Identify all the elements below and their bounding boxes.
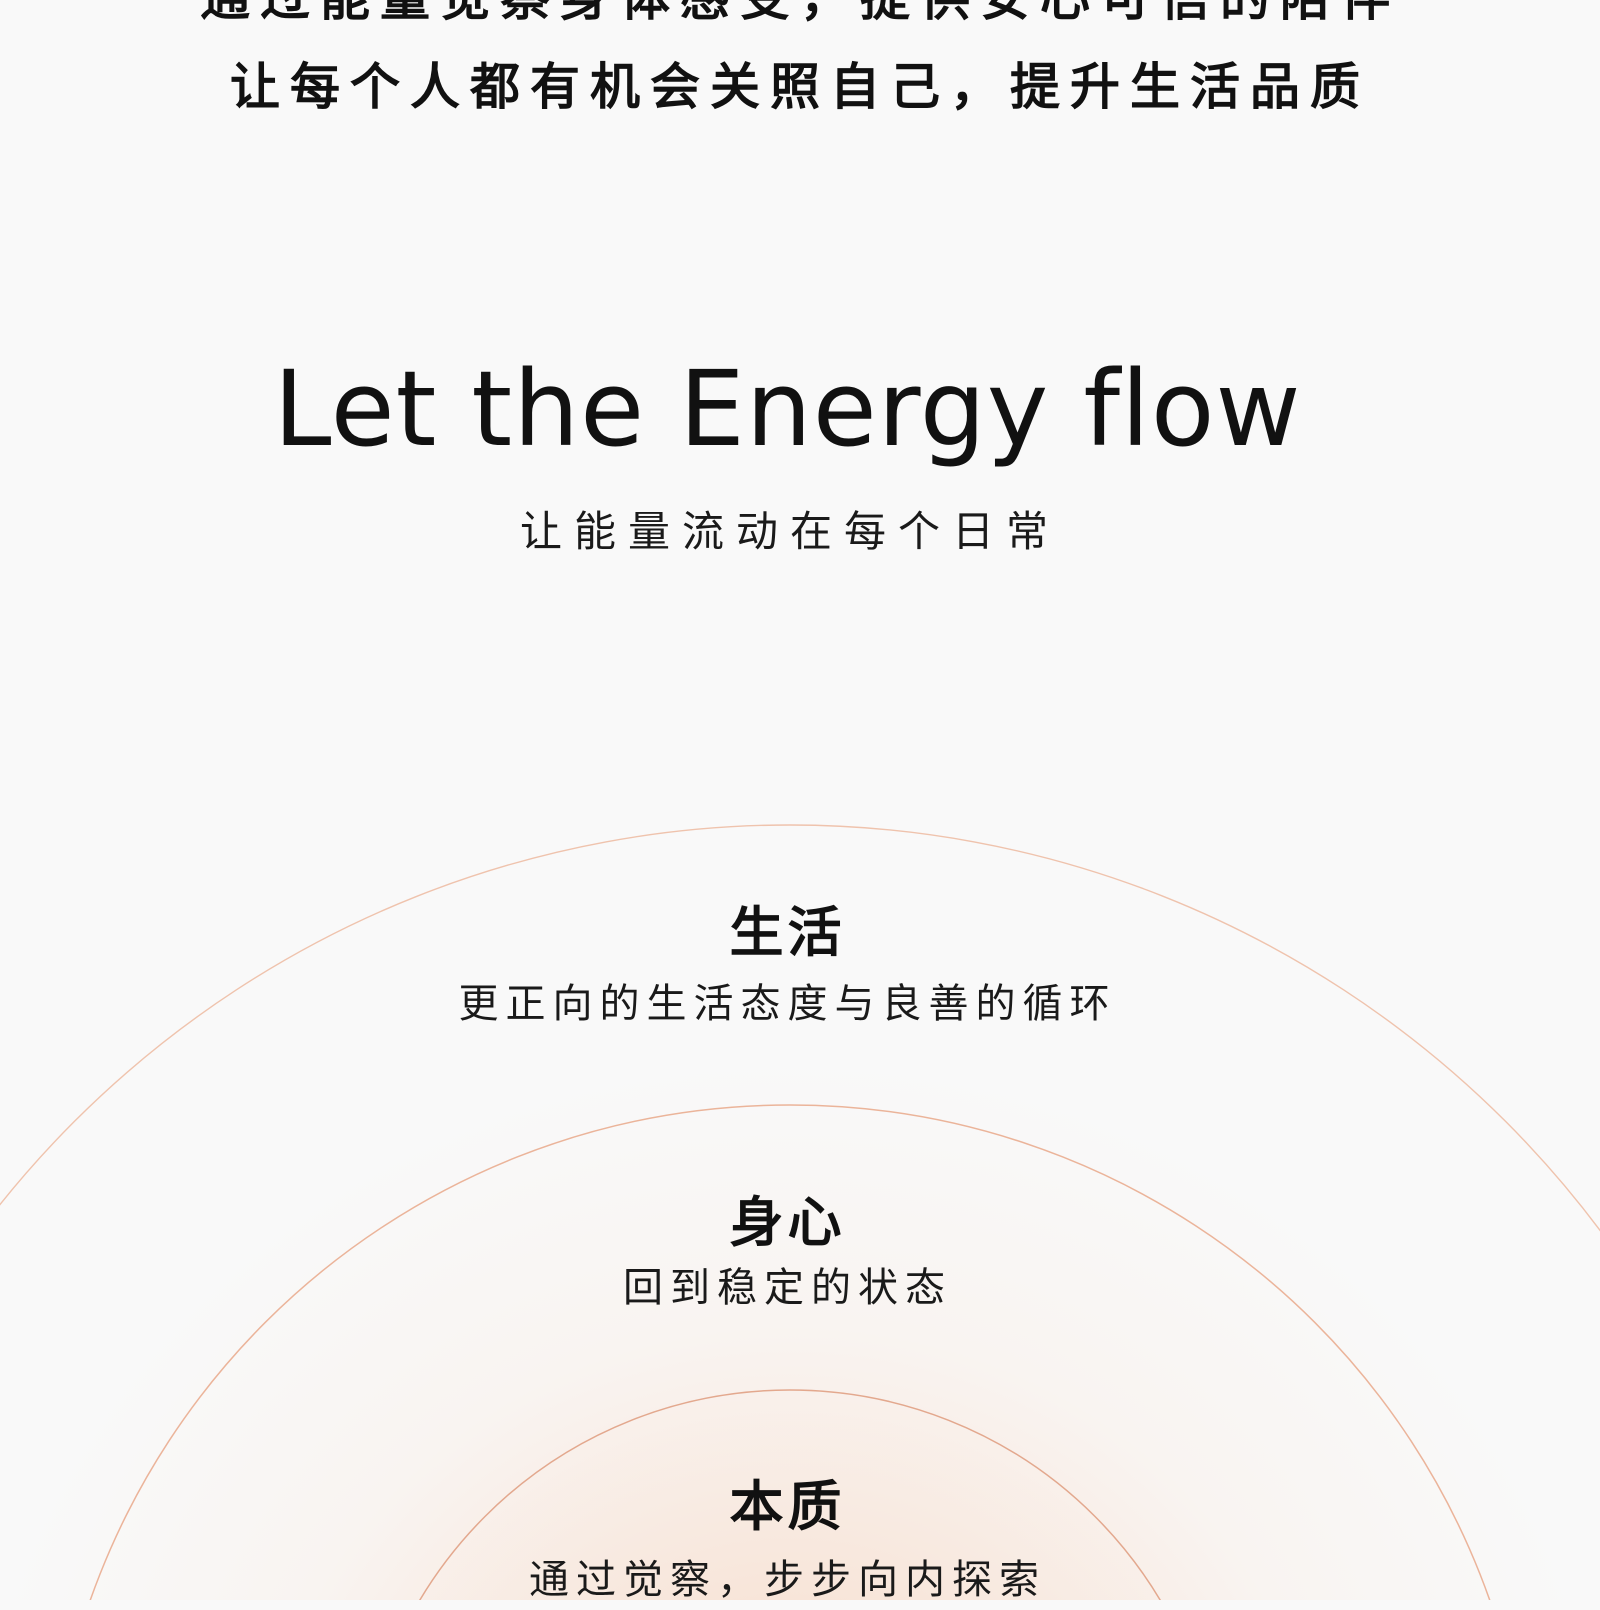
outer-ring <box>0 824 1600 1233</box>
hero-subtitle: 让能量流动在每个日常 <box>519 507 1060 556</box>
ring-label-essence: 本质 通过觉察，步步向内探索 <box>0 1472 1575 1610</box>
ring-description-body-mind: 回到稳定的状态 <box>623 1265 952 1311</box>
middle-ring <box>89 1104 1491 1600</box>
intro-line-1: 通过能量觉察身体感受，提供安心可信的陪伴 <box>0 0 1600 42</box>
ring-heading-body-mind: 身心 <box>729 1191 846 1254</box>
ring-description-life: 更正向的生活态度与良善的循环 <box>458 981 1117 1027</box>
ring-label-life: 生活 更正向的生活态度与良善的循环 <box>0 898 1575 1034</box>
hero-title: Let the Energy flow <box>273 348 1302 470</box>
ring-heading-essence: 本质 <box>729 1475 846 1538</box>
inner-ring <box>419 1389 1161 1600</box>
intro-line-2: 让每个人都有机会关照自己，提升生活品质 <box>230 58 1370 116</box>
ring-heading-life: 生活 <box>729 901 846 964</box>
ring-description-essence: 通过觉察，步步向内探索 <box>529 1557 1046 1603</box>
ring-label-body-mind: 身心 回到稳定的状态 <box>0 1188 1575 1318</box>
